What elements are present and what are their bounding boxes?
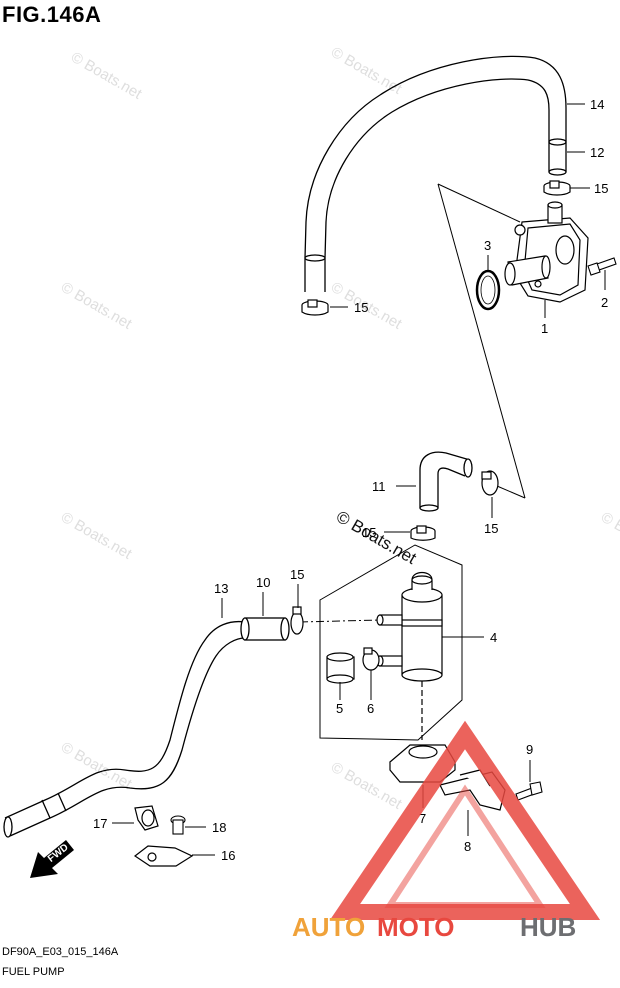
- clip-15-center: [410, 525, 436, 541]
- figure-title: FIG.146A: [2, 2, 102, 27]
- callout-3: 3: [484, 238, 491, 253]
- callout-16: 16: [221, 848, 235, 863]
- logo-text-hub: HUB: [520, 912, 576, 942]
- callout-4: 4: [490, 630, 497, 645]
- filter-box-outline: [319, 544, 463, 741]
- callout-12: 12: [590, 145, 604, 160]
- figure-caption: FUEL PUMP: [2, 966, 65, 978]
- callout-8: 8: [464, 839, 471, 854]
- fuel-filter-4: [376, 571, 443, 740]
- bolt-9: [515, 781, 543, 801]
- logo-text-moto: MOTO: [377, 912, 455, 942]
- callout-2: 2: [601, 295, 608, 310]
- callout-6: 6: [367, 701, 374, 716]
- hose-14: [304, 55, 567, 292]
- callout-15: 15: [290, 567, 304, 582]
- callout-15: 15: [594, 181, 608, 196]
- o-ring-3: [475, 269, 501, 311]
- logo-text-auto: AUTO: [292, 912, 365, 942]
- callout-1: 1: [541, 321, 548, 336]
- bolt-18: [170, 815, 186, 835]
- hose-13: [3, 620, 246, 838]
- leader-lines: [112, 103, 606, 856]
- callout-11: 11: [372, 479, 386, 494]
- clip-6: [362, 647, 380, 671]
- center-line: [299, 619, 381, 623]
- callout-17: 17: [93, 816, 107, 831]
- hose-11: [419, 451, 473, 512]
- bracket-16: [133, 845, 194, 867]
- clip-15-hose11: [481, 470, 499, 496]
- clip-15-left: [301, 299, 329, 316]
- callout-10: 10: [256, 575, 270, 590]
- bolt-2: [587, 257, 617, 276]
- fwd-arrow-icon: FWD: [30, 840, 74, 878]
- fuel-pump-1: [504, 201, 589, 303]
- automotohub-logo: AUTO MOTO HUB: [292, 720, 601, 942]
- callout-5: 5: [336, 701, 343, 716]
- watermark-text: © Boats.net: [598, 509, 620, 563]
- callout-14: 14: [590, 97, 604, 112]
- callout-13: 13: [214, 581, 228, 596]
- watermark-text: © Boats.net: [58, 509, 135, 563]
- callout-9: 9: [526, 742, 533, 757]
- grommet-5: [326, 652, 355, 684]
- watermark-text: © Boats.net: [328, 44, 405, 98]
- callout-labels: 14 12 15 3 2 1 15 11 15 15 13 10 15 4 5 …: [93, 97, 608, 863]
- logo-triangle-icon: [329, 720, 601, 920]
- watermark-text: © Boats.net: [68, 49, 145, 103]
- hose-10: [240, 617, 290, 641]
- clip-15-hose10: [290, 606, 304, 635]
- callout-7: 7: [419, 811, 426, 826]
- callout-18: 18: [212, 820, 226, 835]
- callout-15: 15: [484, 521, 498, 536]
- figure-code: DF90A_E03_015_146A: [2, 946, 119, 958]
- assembly-boundary: [437, 183, 526, 499]
- watermark-group: © Boats.net © Boats.net © Boats.net © Bo…: [58, 44, 620, 813]
- clip-15-upper: [543, 180, 571, 196]
- watermark-text: © Boats.net: [58, 739, 135, 793]
- watermark-text: © Boats.net: [58, 279, 135, 333]
- clip-17: [134, 805, 159, 831]
- callout-15: 15: [354, 300, 368, 315]
- callout-15: 15: [362, 525, 376, 540]
